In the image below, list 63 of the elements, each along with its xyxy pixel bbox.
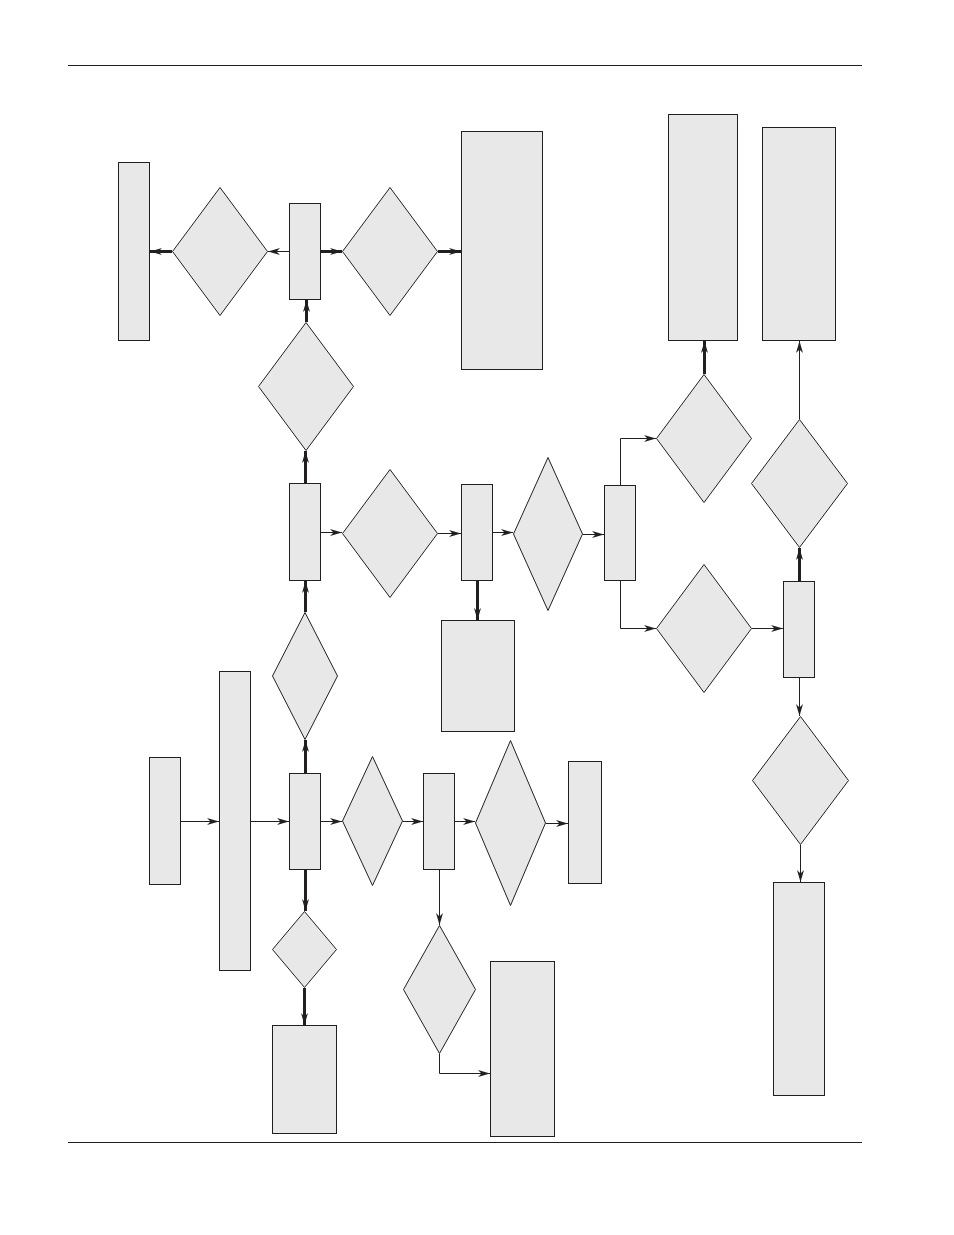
- arrow: [301, 988, 308, 1025]
- process-box: [568, 761, 602, 884]
- decision-diamond: [172, 187, 268, 316]
- decision-diamond: [272, 612, 338, 740]
- arrow: [320, 529, 343, 536]
- arrow: [321, 248, 342, 255]
- arrow: [250, 818, 290, 825]
- process-box: [668, 114, 738, 341]
- arrow: [492, 529, 514, 536]
- process-box: [149, 757, 181, 885]
- decision-diamond: [403, 925, 476, 1054]
- arrow: [302, 740, 309, 773]
- process-box: [604, 485, 636, 581]
- arrow: [267, 248, 290, 255]
- process-box: [423, 773, 455, 870]
- arrow: [797, 844, 804, 883]
- decision-diamond: [656, 564, 752, 693]
- process-box: [289, 773, 321, 870]
- process-box: [461, 131, 543, 370]
- process-box: [272, 1025, 337, 1134]
- arrow: [437, 530, 462, 537]
- process-box: [762, 127, 836, 341]
- arrow: [701, 341, 708, 374]
- decision-diamond: [272, 911, 337, 988]
- process-box: [219, 671, 251, 971]
- decision-diamond: [258, 322, 354, 451]
- decision-diamond: [752, 716, 849, 845]
- arrow: [439, 1053, 491, 1077]
- arrow: [302, 581, 309, 612]
- arrow: [302, 451, 309, 483]
- decision-diamond: [751, 419, 848, 548]
- arrow: [454, 818, 476, 825]
- decision-diamond: [342, 469, 438, 598]
- decision-diamond: [656, 374, 752, 503]
- arrow: [474, 581, 481, 620]
- arrow: [796, 677, 803, 717]
- process-box: [289, 483, 321, 581]
- decision-diamond: [513, 457, 583, 611]
- process-box: [441, 620, 515, 732]
- arrow: [438, 248, 461, 255]
- arrow: [302, 870, 309, 911]
- process-box: [289, 203, 321, 300]
- process-box: [783, 581, 815, 678]
- arrow: [402, 818, 424, 825]
- decision-diamond: [342, 187, 438, 316]
- arrow: [582, 531, 605, 538]
- process-box: [461, 484, 493, 581]
- process-box: [490, 961, 555, 1137]
- arrow: [796, 340, 803, 420]
- arrow: [303, 300, 310, 322]
- arrow: [796, 548, 803, 581]
- decision-diamond: [475, 740, 546, 906]
- decision-diamond: [342, 756, 403, 886]
- arrow: [180, 818, 220, 825]
- arrow: [751, 625, 784, 632]
- process-box: [773, 882, 825, 1096]
- arrow: [545, 820, 569, 827]
- arrow: [620, 435, 657, 486]
- arrow: [436, 869, 443, 926]
- arrow: [150, 248, 172, 255]
- process-box: [118, 162, 150, 341]
- arrow: [320, 818, 343, 825]
- arrow: [620, 580, 657, 632]
